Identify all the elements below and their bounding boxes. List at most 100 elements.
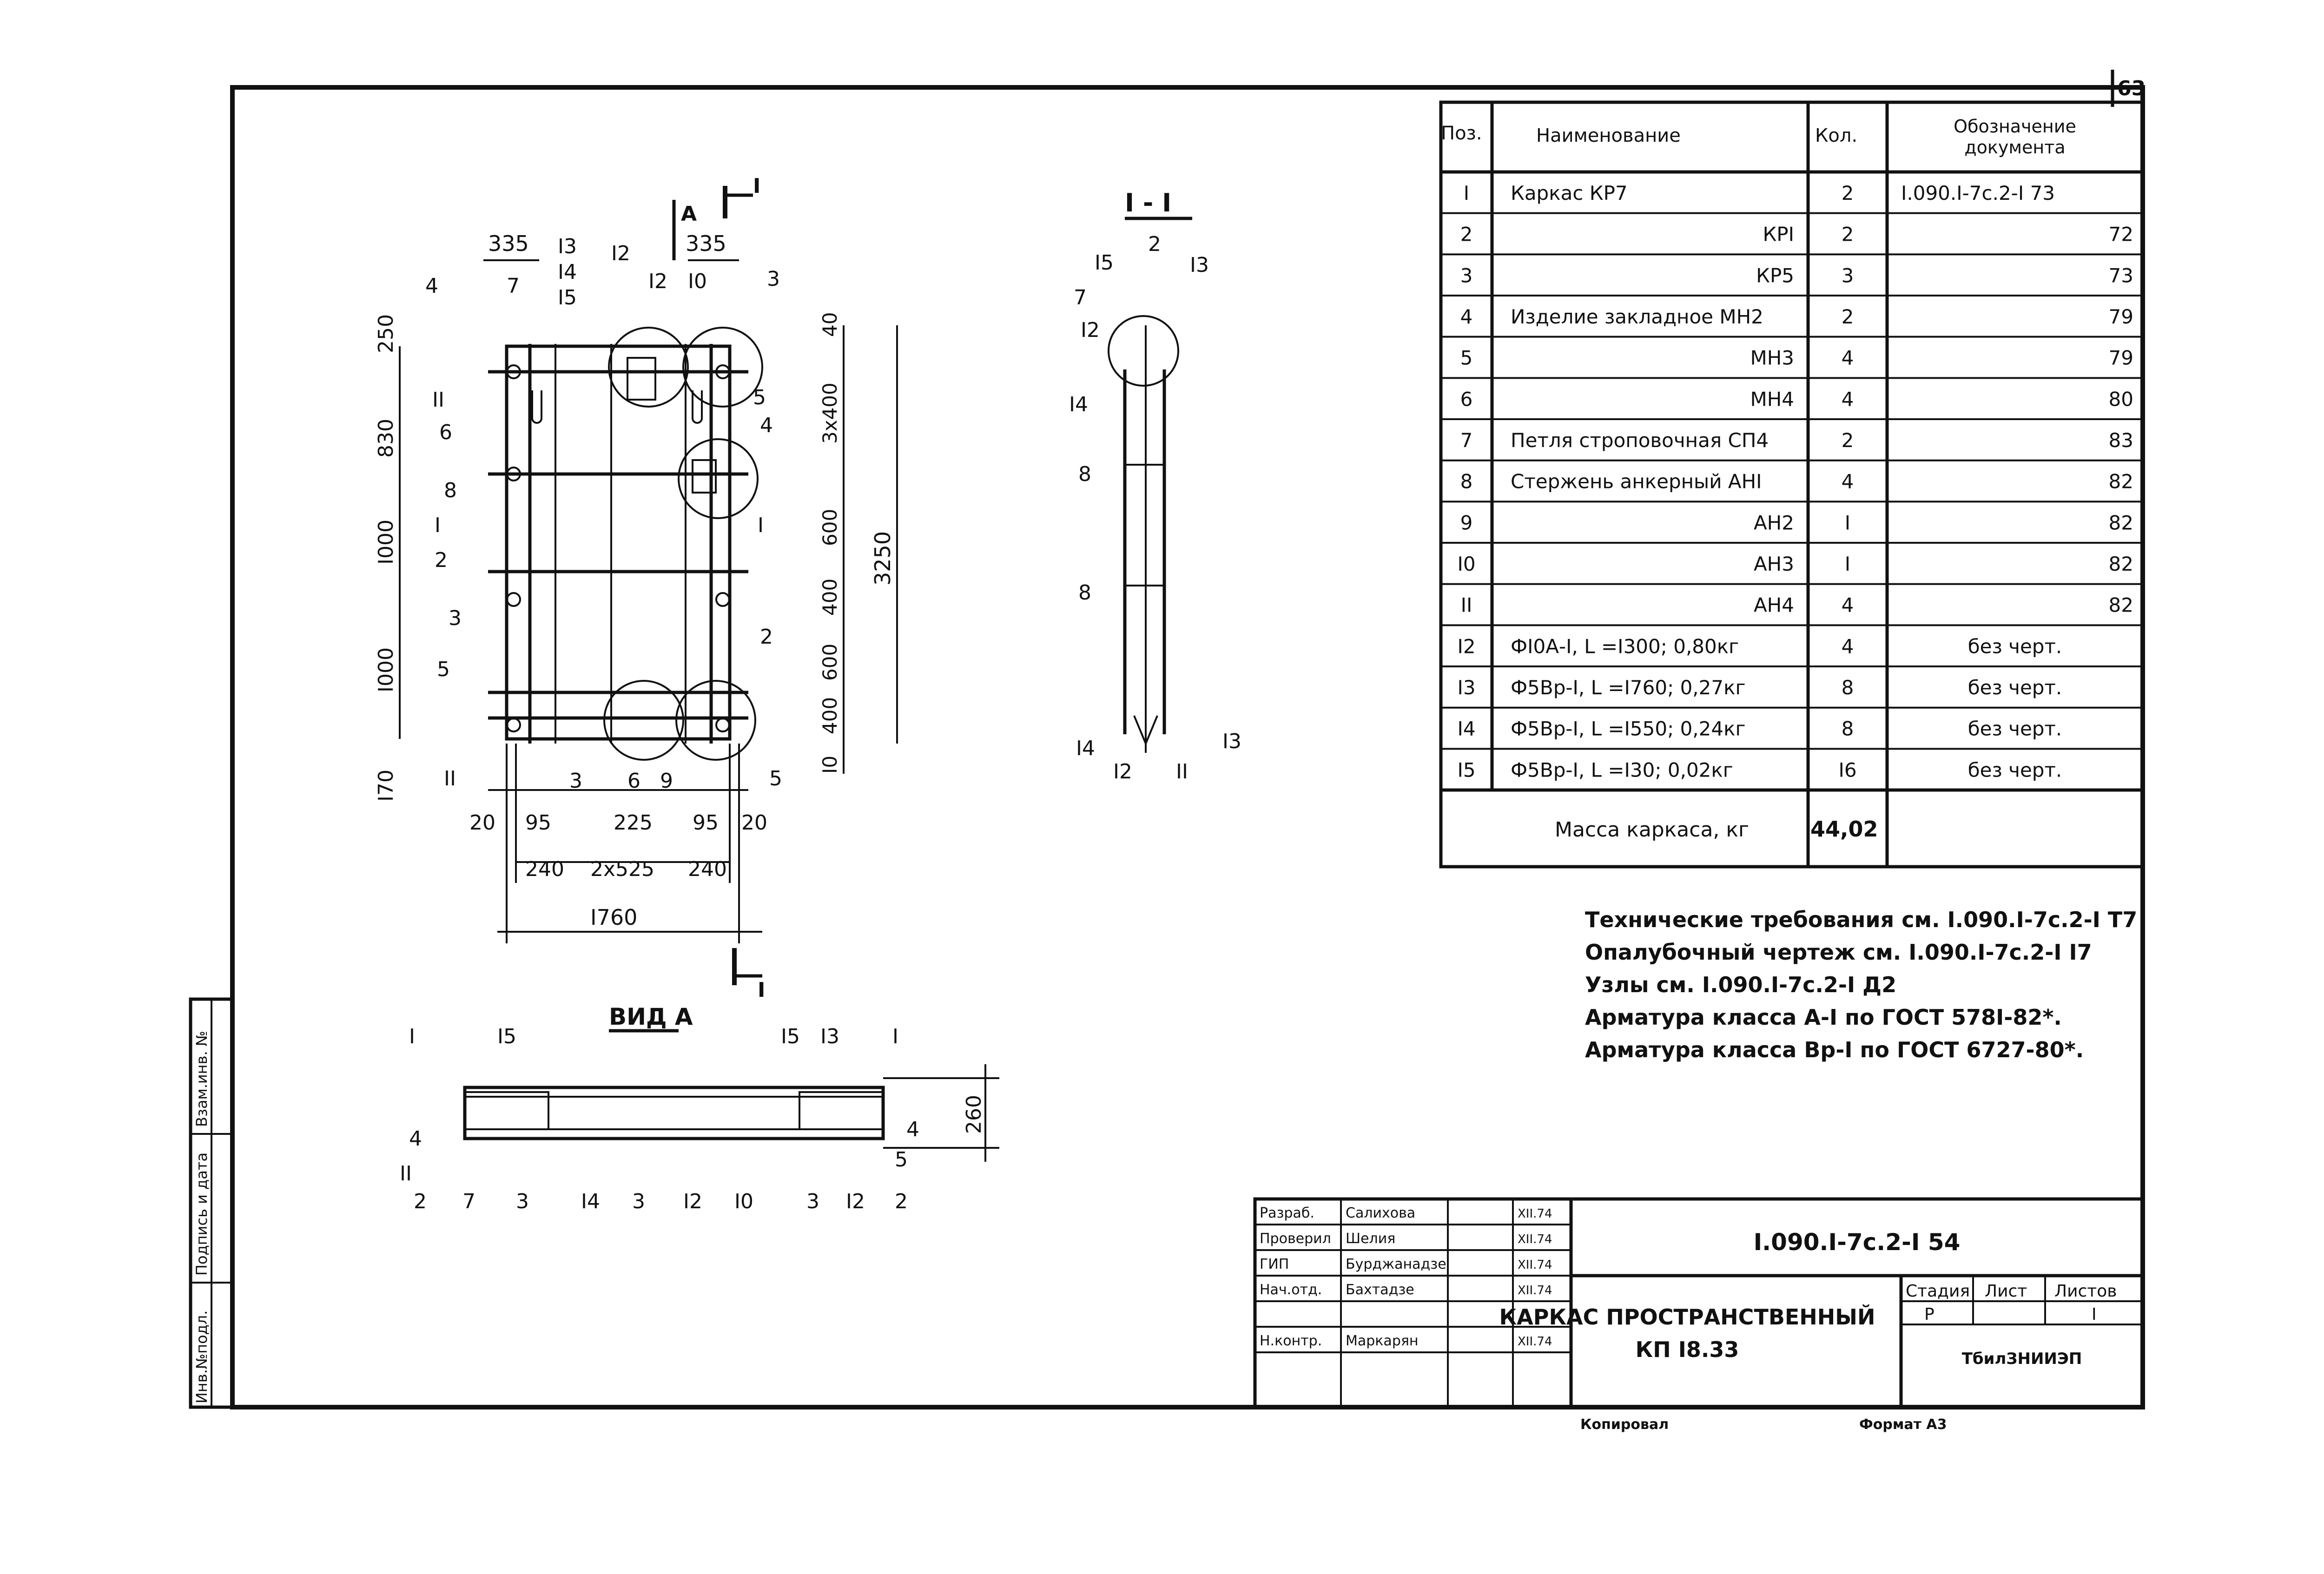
title-role: Нач.отд. bbox=[1260, 1282, 1322, 1298]
spec-row-pos: I3 bbox=[1457, 676, 1475, 699]
view-a-callout: 2 bbox=[895, 1190, 908, 1213]
spec-row-pos: 3 bbox=[1460, 264, 1473, 287]
plan-dim-h2-1: 2x525 bbox=[590, 857, 654, 881]
spec-row-qty: I6 bbox=[1838, 758, 1856, 781]
spec-row-qty: I bbox=[1845, 511, 1850, 534]
spec-row-qty: 2 bbox=[1842, 223, 1854, 246]
plan-callout: 4 bbox=[760, 414, 773, 437]
section-callout: I4 bbox=[1076, 737, 1095, 760]
view-a-callout: I bbox=[409, 1025, 415, 1048]
plan-dim-overall-height: 3250 bbox=[870, 531, 895, 586]
note-line: Арматура класса А-I по ГОСТ 578I-82*. bbox=[1585, 1005, 2062, 1030]
view-a-callout: I5 bbox=[497, 1025, 516, 1048]
spec-row-qty: 8 bbox=[1842, 718, 1854, 740]
title-role: ГИП bbox=[1260, 1256, 1289, 1272]
spec-row-name: КР5 bbox=[1756, 264, 1794, 287]
title-block-sheet-label: Лист bbox=[1985, 1282, 2027, 1301]
section-callout: II bbox=[1176, 760, 1188, 784]
spec-header-doc-2: документа bbox=[1964, 137, 2065, 158]
plan-dim-h-1: 95 bbox=[525, 811, 551, 835]
spec-header-qty: Кол. bbox=[1815, 125, 1857, 146]
spec-row-doc: 79 bbox=[2109, 347, 2133, 369]
spec-row-name: Изделие закладное МН2 bbox=[1511, 305, 1763, 328]
spec-row-pos: 5 bbox=[1460, 347, 1473, 369]
title-role: Разраб. bbox=[1260, 1205, 1314, 1221]
title-block-stage-value: Р bbox=[1924, 1305, 1934, 1324]
spec-row-pos: I4 bbox=[1457, 718, 1475, 740]
plan-callout: 2 bbox=[760, 625, 773, 649]
spec-row-name: КРI bbox=[1763, 223, 1794, 246]
view-a-callout: 3 bbox=[632, 1190, 645, 1213]
spec-row-qty: 4 bbox=[1842, 635, 1854, 658]
plan-callout: I5 bbox=[558, 286, 577, 310]
spec-row-qty: 2 bbox=[1842, 429, 1854, 452]
sheet-number: 63 bbox=[2117, 77, 2146, 100]
plan-callout: 9 bbox=[660, 769, 673, 793]
spec-row-doc: 72 bbox=[2109, 223, 2133, 246]
view-a-callout: 4 bbox=[906, 1118, 919, 1141]
plan-callout: I bbox=[758, 514, 764, 537]
section-callout: I5 bbox=[1095, 251, 1114, 275]
view-a-callout: I3 bbox=[820, 1025, 839, 1048]
section-callout: 2 bbox=[1148, 232, 1161, 256]
title-block-title: КАРКАС ПРОСТРАНСТВЕННЫЙ bbox=[1499, 1304, 1875, 1330]
section-callout: 8 bbox=[1078, 462, 1091, 486]
title-name: Бурджанадзе bbox=[1346, 1256, 1446, 1272]
spec-row-qty: 2 bbox=[1842, 182, 1854, 204]
spec-row-name: МН3 bbox=[1750, 347, 1794, 369]
spec-row-doc: 82 bbox=[2109, 594, 2133, 617]
plan-callout: 3 bbox=[449, 606, 462, 630]
spec-row-qty: 4 bbox=[1842, 594, 1854, 617]
plan-callout: 2 bbox=[435, 548, 448, 572]
cut-mark-bottom: I bbox=[758, 978, 765, 1002]
section-callout: I3 bbox=[1222, 730, 1241, 753]
view-a-title: ВИД А bbox=[609, 1003, 693, 1030]
section-callout: 7 bbox=[1074, 286, 1087, 310]
view-a-callout: II bbox=[400, 1162, 412, 1185]
spec-row-name: МН4 bbox=[1750, 388, 1794, 410]
view-a-callout: 3 bbox=[806, 1190, 819, 1213]
plan-callout: 6 bbox=[439, 421, 452, 444]
title-name: Маркарян bbox=[1346, 1333, 1419, 1349]
title-date: XII.74 bbox=[1518, 1284, 1552, 1297]
title-role: Н.контр. bbox=[1260, 1333, 1322, 1349]
spec-row-pos: 6 bbox=[1460, 388, 1473, 410]
plan-callout: I bbox=[435, 514, 441, 537]
spec-row-doc: без черт. bbox=[1968, 676, 2062, 699]
plan-dim-h2-0: 240 bbox=[525, 857, 564, 881]
spec-row-doc: без черт. bbox=[1968, 758, 2062, 781]
plan-dim-left-1: 830 bbox=[374, 419, 398, 458]
spec-row-name: Ф5Вр-I, L =I550; 0,24кг bbox=[1511, 718, 1746, 740]
stamp-signature-date: Подпись и дата bbox=[193, 1153, 211, 1276]
cut-mark-top: I bbox=[753, 174, 760, 198]
technical-notes: Технические требования см. I.090.I-7с.2-… bbox=[1585, 907, 2137, 1062]
note-line: Опалубочный чертеж см. I.090.I-7с.2-I I7 bbox=[1585, 940, 2092, 965]
view-a-callout: I2 bbox=[683, 1190, 702, 1213]
plan-callout: 6 bbox=[627, 769, 640, 793]
spec-mass-label: Масса каркаса, кг bbox=[1555, 818, 1749, 842]
spec-row-doc: 80 bbox=[2109, 388, 2133, 410]
spec-row-doc: 82 bbox=[2109, 470, 2133, 493]
plan-dim-top-left: 335 bbox=[488, 231, 529, 256]
plan-dim-h-2: 225 bbox=[614, 811, 653, 835]
spec-row-pos: 9 bbox=[1460, 511, 1473, 534]
spec-row-qty: 2 bbox=[1842, 305, 1854, 328]
spec-row-doc: без черт. bbox=[1968, 635, 2062, 658]
section-title: I - I bbox=[1125, 188, 1171, 217]
spec-row-name: АН2 bbox=[1754, 511, 1794, 534]
spec-row-doc: 82 bbox=[2109, 511, 2133, 534]
plan-dim-h-4: 20 bbox=[741, 811, 767, 835]
plan-dim-right-5: 400 bbox=[819, 697, 841, 734]
stamp-inventory-no: Инв.№подл. bbox=[193, 1311, 211, 1403]
spec-row-name: Стержень анкерный АНI bbox=[1511, 470, 1762, 493]
stamp-replacement-inv: Взам.инв. № bbox=[193, 1031, 211, 1127]
spec-row-qty: 4 bbox=[1842, 347, 1854, 369]
plan-callout: 7 bbox=[507, 274, 520, 298]
view-a-callout: I4 bbox=[581, 1190, 600, 1213]
plan-dim-left-4: I70 bbox=[374, 770, 398, 802]
plan-dim-right-1: 3x400 bbox=[819, 382, 841, 444]
note-line: Узлы см. I.090.I-7с.2-I Д2 bbox=[1585, 972, 1896, 997]
title-block-organization: ТбилЗНИИЭП bbox=[1962, 1350, 2082, 1368]
